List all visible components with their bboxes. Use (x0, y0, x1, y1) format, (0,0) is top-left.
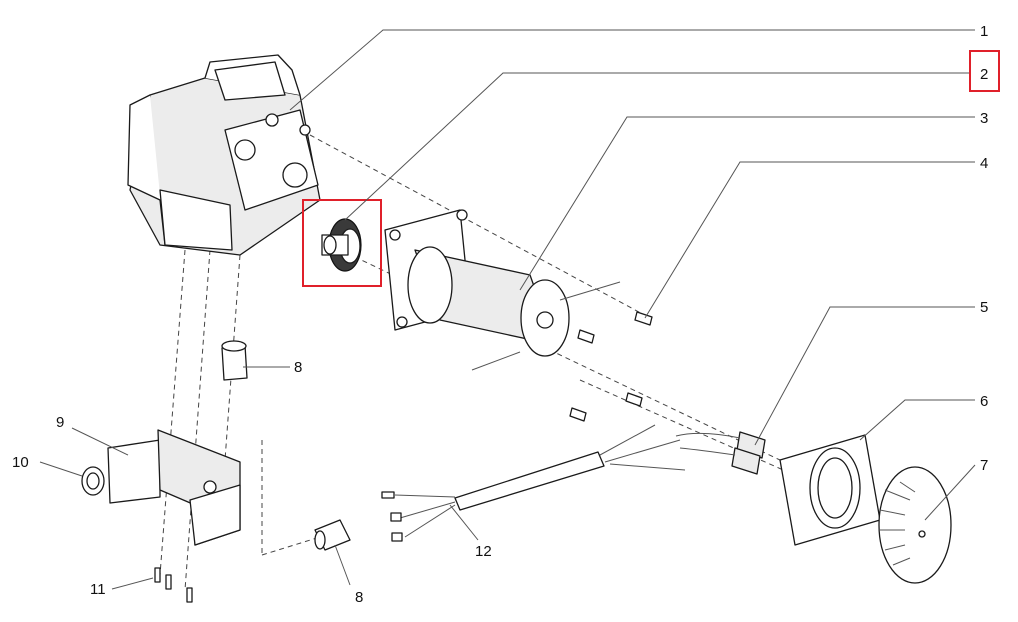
callout-2: 2 (980, 66, 988, 83)
gearbox-housing (127, 54, 321, 256)
callout-8-upper: 8 (294, 359, 302, 376)
screw-4 (634, 311, 653, 326)
drive-gear (321, 218, 362, 272)
callout-4: 4 (980, 155, 988, 172)
bolts (154, 567, 193, 603)
callout-2-highlight (969, 50, 1000, 92)
mounting-bracket (107, 429, 241, 546)
callout-7: 7 (980, 457, 988, 474)
callout-3: 3 (980, 110, 988, 127)
small-screws (569, 329, 643, 422)
electric-motor (384, 209, 621, 371)
gear-highlight-box (302, 199, 382, 287)
leader-lines (39, 29, 976, 590)
wiring-harness (381, 424, 686, 542)
callout-8-lower: 8 (355, 589, 363, 606)
callout-12: 12 (475, 543, 492, 560)
callout-1: 1 (980, 23, 988, 40)
cooling-fan (878, 466, 952, 584)
callout-10: 10 (12, 454, 29, 471)
cable-gland-lower (314, 519, 351, 551)
callout-11: 11 (90, 581, 106, 598)
capacitors (675, 431, 766, 475)
end-plate (779, 434, 881, 546)
callout-9: 9 (56, 414, 64, 431)
callout-6: 6 (980, 393, 988, 410)
nut (81, 466, 105, 496)
callout-5: 5 (980, 299, 988, 316)
cable-gland-upper (221, 340, 248, 381)
